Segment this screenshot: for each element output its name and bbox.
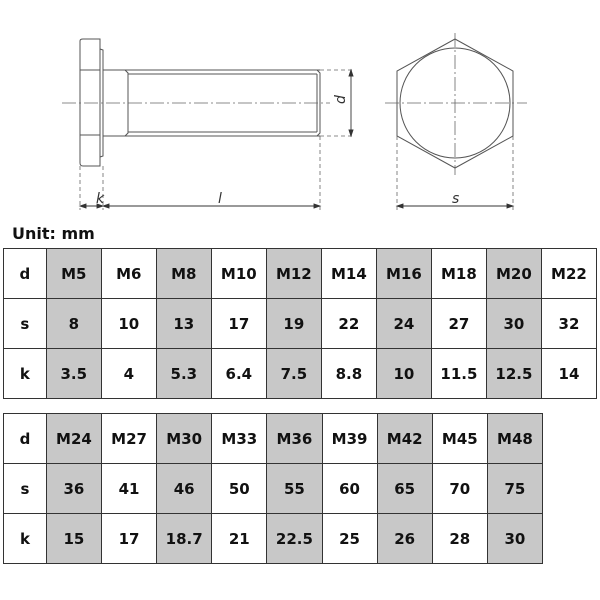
dim-label-d: d <box>333 95 349 104</box>
table-cell: M45 <box>431 413 488 464</box>
table-cell: M20 <box>485 248 542 299</box>
table-cell: M33 <box>211 413 268 464</box>
table-cell: M27 <box>100 413 158 464</box>
table-cell: 24 <box>375 298 432 349</box>
table-cell: 17 <box>210 298 267 349</box>
table-cell: M24 <box>45 413 103 464</box>
table-cell: 5.3 <box>155 348 212 399</box>
table-cell: M18 <box>430 248 487 299</box>
table-cell: M48 <box>486 413 544 464</box>
table-cell: M8 <box>155 248 212 299</box>
table-cell: 46 <box>156 463 213 514</box>
row-label: k <box>3 513 47 564</box>
table-cell: 8.8 <box>320 348 377 399</box>
table-cell: 19 <box>265 298 322 349</box>
unit-label: Unit: mm <box>12 224 95 243</box>
table-cell: 65 <box>376 463 433 514</box>
row-label: k <box>3 348 47 399</box>
table-cell: M12 <box>265 248 322 299</box>
table-cell: M22 <box>540 248 598 299</box>
table-cell: 36 <box>45 463 103 514</box>
hex-bolt-drawing: k l d s <box>62 33 527 210</box>
table-cell: M6 <box>100 248 157 299</box>
table-cell: 41 <box>100 463 158 514</box>
dim-label-s: s <box>452 191 459 207</box>
table-cell: 4 <box>100 348 157 399</box>
table-cell: 14 <box>540 348 598 399</box>
dim-label-l: l <box>218 191 222 207</box>
table-cell: 3.5 <box>45 348 102 399</box>
row-label: d <box>3 248 47 299</box>
table-cell: 22 <box>320 298 377 349</box>
table-cell: 10 <box>375 348 432 399</box>
table-cell: 15 <box>45 513 103 564</box>
bolt-head-side <box>79 38 101 167</box>
table-cell: M39 <box>321 413 378 464</box>
row-label: s <box>3 298 47 349</box>
table-cell: M42 <box>376 413 433 464</box>
table-cell: 8 <box>45 298 102 349</box>
table-cell: M5 <box>45 248 102 299</box>
dim-label-k: k <box>96 191 105 207</box>
table-cell: 6.4 <box>210 348 267 399</box>
table-cell: 30 <box>486 513 544 564</box>
table-cell: 50 <box>211 463 268 514</box>
table-cell: M16 <box>375 248 432 299</box>
table-cell: 21 <box>211 513 268 564</box>
table-cell: 13 <box>155 298 212 349</box>
table-cell: 7.5 <box>265 348 322 399</box>
table-cell: 11.5 <box>430 348 487 399</box>
table-cell: M30 <box>156 413 213 464</box>
row-label: d <box>3 413 47 464</box>
table-cell: 60 <box>321 463 378 514</box>
table-cell: 22.5 <box>266 513 323 564</box>
table-cell: M10 <box>210 248 267 299</box>
table-cell: 28 <box>431 513 488 564</box>
table-cell: M14 <box>320 248 377 299</box>
table-cell: 12.5 <box>485 348 542 399</box>
table-cell: 18.7 <box>156 513 213 564</box>
row-label: s <box>3 463 47 514</box>
table-cell: 32 <box>540 298 598 349</box>
table-cell: 10 <box>100 298 157 349</box>
table-cell: 75 <box>486 463 544 514</box>
table-cell: 26 <box>376 513 433 564</box>
table-cell: M36 <box>266 413 323 464</box>
table-cell: 17 <box>100 513 158 564</box>
table-cell: 70 <box>431 463 488 514</box>
table-cell: 30 <box>485 298 542 349</box>
table-cell: 25 <box>321 513 378 564</box>
table-cell: 27 <box>430 298 487 349</box>
table-cell: 55 <box>266 463 323 514</box>
bearing-circle <box>399 47 511 159</box>
